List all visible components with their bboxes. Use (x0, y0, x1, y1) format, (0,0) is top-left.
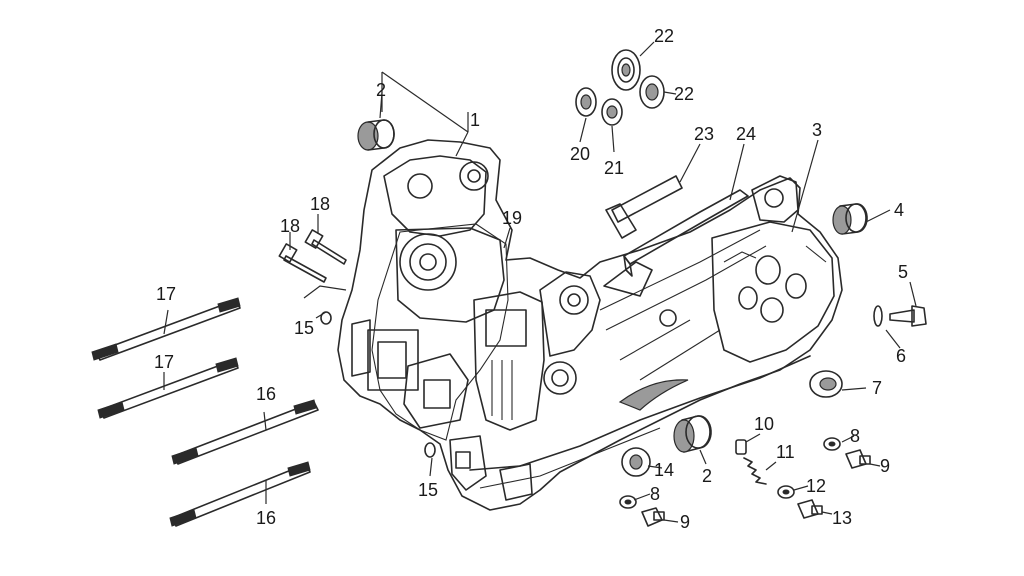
callout-22: 22 (674, 84, 694, 104)
callout-2: 2 (702, 466, 712, 486)
stud-17a (91, 297, 241, 361)
callout-13: 13 (832, 508, 852, 528)
callout-7: 7 (872, 378, 882, 398)
callout-17: 17 (154, 352, 174, 372)
callout-23: 23 (694, 124, 714, 144)
oil-seals (575, 49, 665, 126)
drain-bolt-lower (619, 495, 665, 527)
bushing-2-lower (673, 415, 712, 453)
callout-16: 16 (256, 384, 276, 404)
stud-16a (171, 399, 319, 465)
callout-8: 8 (650, 484, 660, 504)
bolt-13-washer-12 (777, 485, 823, 519)
shaft-23 (605, 175, 683, 239)
callout-12: 12 (806, 476, 826, 496)
stud-16b (169, 461, 311, 527)
leader-lines (163, 41, 917, 523)
bolt-5-washer-6 (873, 305, 927, 327)
callout-24: 24 (736, 124, 756, 144)
callout-9: 9 (880, 456, 890, 476)
crankcase-left-half (337, 139, 843, 511)
bushing-4 (832, 203, 868, 235)
seal-7 (809, 370, 843, 398)
callout-17: 17 (156, 284, 176, 304)
callout-21: 21 (604, 158, 624, 178)
bushing-2-upper (357, 119, 395, 151)
drain-bolt-right (823, 437, 871, 469)
callout-8: 8 (850, 426, 860, 446)
callout-9: 9 (680, 512, 690, 532)
callout-6: 6 (896, 346, 906, 366)
tube-24 (623, 189, 749, 277)
callout-19: 19 (502, 208, 522, 228)
callout-1: 1 (470, 110, 480, 130)
callout-2: 2 (376, 80, 386, 100)
callout-10: 10 (754, 414, 774, 434)
callout-18: 18 (310, 194, 330, 214)
stud-bolts (91, 297, 319, 527)
callout-labels: 1 2 2 3 4 5 6 7 8 8 9 9 10 11 12 13 14 1… (154, 26, 908, 532)
callout-18: 18 (280, 216, 300, 236)
callout-22: 22 (654, 26, 674, 46)
stud-17b (97, 357, 239, 419)
seal-14 (621, 447, 651, 477)
bolts-18 (278, 229, 347, 283)
callout-11: 11 (776, 442, 795, 462)
filter-10-spring-11 (735, 439, 767, 485)
callout-3: 3 (812, 120, 822, 140)
callout-4: 4 (894, 200, 904, 220)
callout-20: 20 (570, 144, 590, 164)
callout-16: 16 (256, 508, 276, 528)
callout-14: 14 (654, 460, 674, 480)
dowel-15-lower (424, 442, 436, 458)
callout-5: 5 (898, 262, 908, 282)
callout-15: 15 (418, 480, 438, 500)
callout-15: 15 (294, 318, 314, 338)
